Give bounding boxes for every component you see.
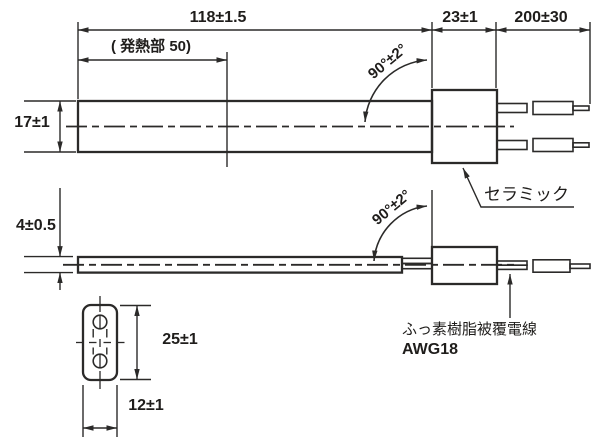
lead-wire-material-label: ふっ素樹脂被覆電線	[402, 321, 538, 338]
wire-pair-lower	[401, 262, 433, 270]
angle-arc-side	[372, 204, 428, 262]
lead-tip-lower	[572, 142, 590, 149]
dim-section-width: 12±1	[128, 397, 164, 414]
dim-body-width: 17±1	[14, 114, 50, 131]
ceramic-leader-line	[462, 167, 574, 208]
lead-wire-side-lower	[496, 264, 528, 271]
lead-wire-upper	[496, 102, 528, 114]
wire-hole-bottom	[92, 353, 108, 369]
dim-heating-section: ( 発熱部 50)	[110, 38, 191, 55]
lead-tip-upper	[572, 105, 590, 112]
heater-body-side-outline	[76, 255, 404, 274]
ceramic-label: セラミック	[484, 185, 569, 204]
lead-terminal-lower	[532, 137, 574, 153]
wire-hole-top	[92, 314, 108, 330]
lead-wire-gauge-label: AWG18	[402, 341, 459, 358]
lead-terminal-upper	[532, 100, 574, 116]
dim-section-height: 25±1	[162, 331, 198, 348]
section-view	[76, 296, 151, 437]
side-view	[24, 188, 591, 318]
dim-lead-wire-length: 200±30	[514, 9, 568, 26]
top-view	[24, 22, 591, 208]
dim-body-thickness: 4±0.5	[16, 217, 56, 234]
dim-overall-length: 118±1.5	[189, 9, 247, 26]
lead-tip-side	[569, 263, 591, 270]
dim-ceramic-block-length: 23±1	[442, 9, 478, 26]
ceramic-block-outline	[430, 88, 499, 165]
lead-terminal-side	[532, 258, 571, 273]
angle-arc-top	[363, 58, 428, 123]
lead-wire-lower	[496, 139, 528, 151]
